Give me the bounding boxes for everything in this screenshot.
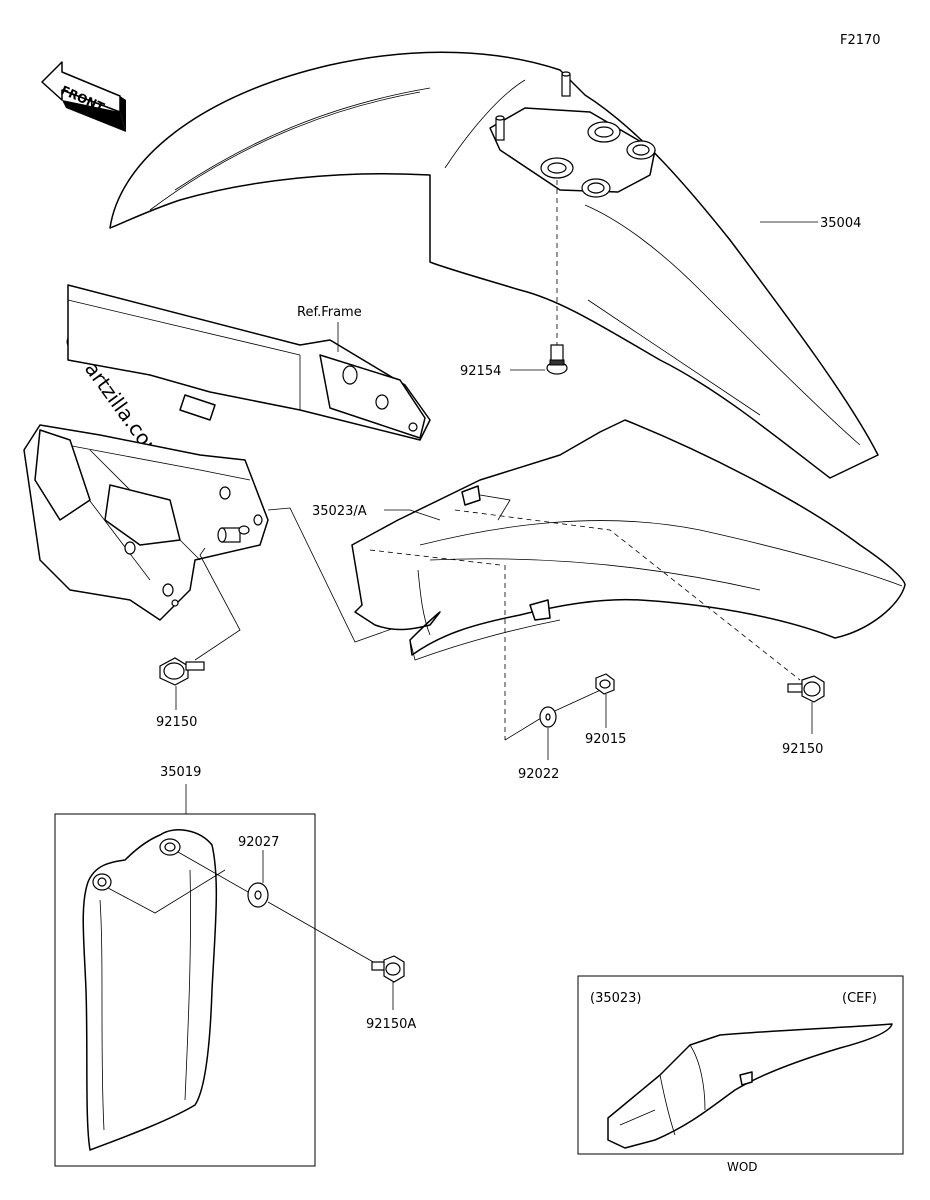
ref-frame-label: Ref.Frame — [297, 305, 362, 320]
front-fender — [109, 51, 879, 479]
callout-92150a: 92150A — [366, 1017, 416, 1032]
rear-fender — [351, 419, 906, 681]
washer-92022 — [539, 706, 557, 728]
frame-reference — [23, 284, 431, 621]
bolt-92154 — [546, 344, 568, 375]
nut-92015 — [595, 673, 615, 695]
callout-35004: 35004 — [820, 216, 861, 231]
callout-92154: 92154 — [460, 364, 501, 379]
mud-flap — [82, 829, 218, 1151]
inset-part-ref: (35023) — [590, 991, 642, 1006]
callout-35023-a: 35023/A — [312, 504, 367, 519]
callout-35019: 35019 — [160, 765, 201, 780]
callout-92150-right: 92150 — [782, 742, 823, 757]
bolt-92150-left — [159, 657, 205, 686]
callout-92150-left: 92150 — [156, 715, 197, 730]
bolt-92150-right — [787, 675, 825, 703]
front-arrow-icon: FRONT — [41, 61, 126, 132]
callout-92022: 92022 — [518, 767, 559, 782]
callout-92015: 92015 — [585, 732, 626, 747]
bolt-92150a — [371, 955, 405, 983]
inset-rear-fender — [607, 1023, 893, 1149]
inset-box — [577, 975, 904, 1155]
inset-region-code: (CEF) — [842, 991, 877, 1006]
diagram-code: F2170 — [840, 33, 881, 48]
inset-caption: WOD — [727, 1160, 758, 1174]
mud-flap-box — [54, 813, 316, 1167]
callout-92027: 92027 — [238, 835, 279, 850]
washer-92027 — [247, 882, 269, 908]
